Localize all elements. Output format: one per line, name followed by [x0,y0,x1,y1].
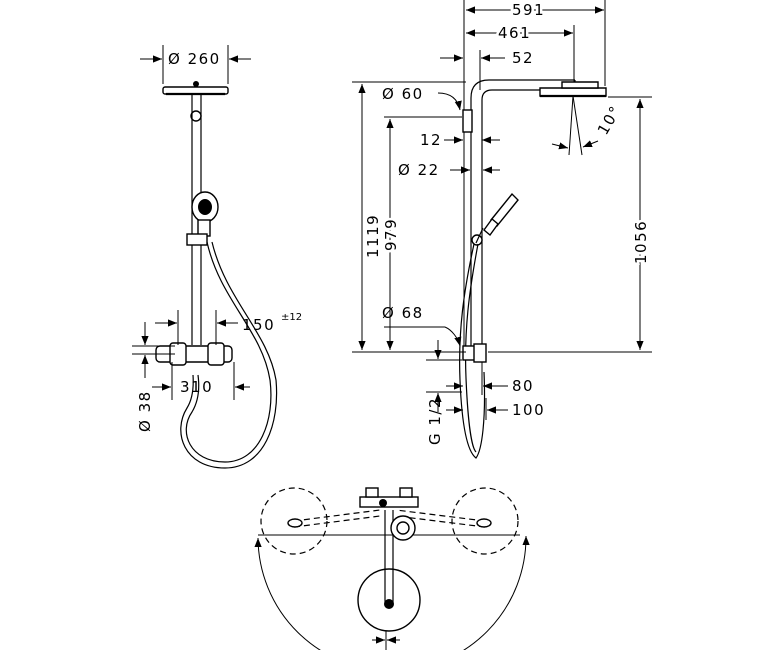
dim-depth-max: 100 [446,398,545,420]
dim-pipe-diameter: Ø 22 [398,161,500,179]
label-handshower-height: 979 [382,218,400,251]
label-top-arm: 461 [498,24,531,42]
thermostat-top [359,487,419,541]
label-connection-diameter: Ø 38 [136,390,154,432]
thermostat-side [462,343,487,363]
label-front-head-diameter: Ø 260 [168,50,221,68]
dim-connection-diameter: Ø 38 [132,322,175,432]
dim-thread: G 1/2 [426,340,462,445]
dim-head-bracket: Ø 60 [382,85,473,133]
dim-wall-gap: 12 [420,131,500,149]
dim-rosette-diameter: Ø 68 [382,304,462,347]
dim-head-height: 1056 [488,96,653,353]
label-top-offset: 52 [512,49,534,67]
label-top-total: 591 [512,1,545,19]
label-depth-max: 100 [512,401,545,419]
overhead-shower-front [162,81,229,122]
label-rosette-diameter: Ø 68 [382,304,424,322]
side-view: 591 461 52 10 [352,0,653,459]
thermostat-front [155,342,233,366]
dim-top-offset: 52 [440,49,534,67]
hand-shower-side [471,192,519,246]
front-view: Ø 260 [132,45,302,469]
dim-front-head-diameter: Ø 260 [140,45,251,84]
dim-pipe-spacing: 150 ±12 [155,310,302,345]
dim-head-tilt: 10° [551,95,625,156]
dim-handshower-height: 979 [380,119,403,350]
head-position-left [260,487,328,555]
label-pipe-spacing: 150 [242,316,275,334]
label-pipe-spacing-tolerance: ±12 [281,312,302,323]
label-head-tilt: 10° [594,102,625,138]
head-position-right [451,487,519,555]
label-pipe-diameter: Ø 22 [398,161,440,179]
label-wall-gap: 12 [420,131,442,149]
label-head-bracket: Ø 60 [382,85,424,103]
dim-overall-height: 1119 [352,81,466,353]
label-depth-min: 80 [512,377,534,395]
hose-side [459,243,486,459]
dim-top-arm: 461 [466,22,573,45]
riser-and-arm-side [470,79,576,352]
hand-shower-front [186,191,219,246]
dim-top-total: 591 [466,0,604,22]
dim-depth-min: 80 [446,362,534,395]
dim-thermostat-width: 310 [152,362,250,400]
top-view [254,487,530,650]
label-overall-height: 1119 [364,214,382,258]
label-thermostat-width: 310 [180,378,213,396]
hose-front [185,241,272,463]
label-thread: G 1/2 [426,397,444,445]
overhead-shower-side [539,81,607,98]
label-head-height: 1056 [632,220,650,264]
